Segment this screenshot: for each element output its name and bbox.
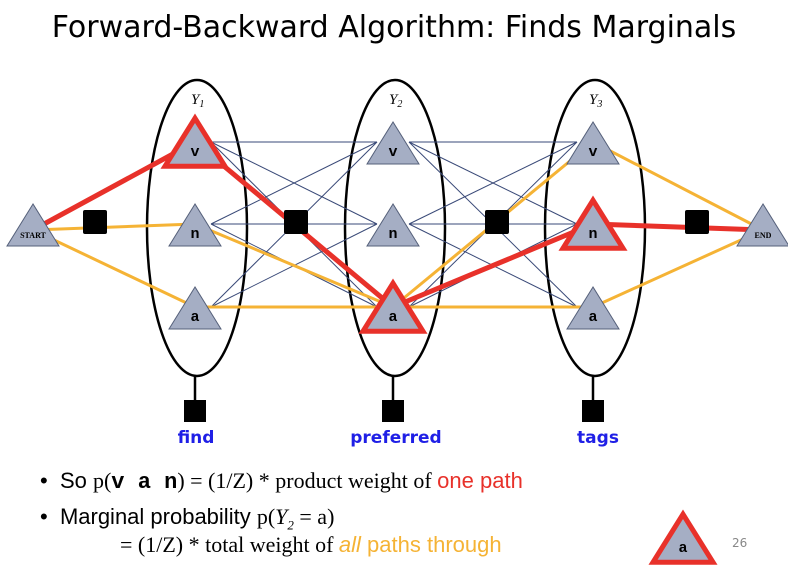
node-Y2-n-label: n (388, 226, 397, 243)
end-node-label: END (755, 231, 772, 240)
node-Y2-a-icon (358, 278, 428, 334)
transition-edge (408, 141, 578, 225)
node-Y1-a-label: a (190, 309, 199, 326)
emission-factor (184, 400, 206, 422)
node-Y3-v-icon (566, 121, 620, 165)
node-Y3-a-label: a (588, 309, 597, 326)
path-edge-red (30, 139, 198, 233)
inline-marginal-node-label: a (678, 540, 687, 557)
word-find: find (177, 428, 215, 448)
node-Y3-a-icon (566, 286, 620, 330)
bullet-one-path: • So p(v a n) = (1/Z) * product weight o… (40, 468, 523, 495)
transition-factor (485, 210, 509, 234)
word-tags: tags (577, 428, 619, 448)
variable-label-Y3: Y3 (589, 92, 602, 110)
node-Y1-n-icon (168, 203, 222, 247)
node-Y1-v-label: v (190, 144, 199, 161)
transition-factor (83, 210, 107, 234)
emission-factor (582, 400, 604, 422)
start-node-icon (6, 203, 60, 247)
start-node-label: START (20, 231, 46, 240)
path-edge-red (590, 221, 766, 233)
transition-factor (685, 210, 709, 234)
node-Y2-v-label: v (388, 144, 397, 161)
variable-label-Y2: Y2 (389, 92, 402, 110)
bullet-marginal-cont: = (1/Z) * total weight of all paths thro… (120, 532, 502, 557)
node-Y3-v-label: v (588, 144, 597, 161)
path-edge-yellow (31, 228, 197, 309)
bullet-marginal: • Marginal probability p(Y2 = a) (40, 504, 335, 533)
path-edge-yellow (193, 222, 395, 309)
node-Y1-v-icon (160, 113, 230, 169)
node-Y2-v-icon (366, 121, 420, 165)
page-number: 26 (732, 536, 748, 550)
node-Y1-n-label: n (190, 226, 199, 243)
node-Y3-n-label: n (588, 226, 597, 243)
slide-title: Forward-Backward Algorithm: Finds Margin… (51, 10, 737, 45)
variable-ellipse-Y2 (343, 78, 447, 378)
node-Y2-a-label: a (388, 309, 397, 326)
node-Y2-n-icon (366, 203, 420, 247)
node-Y3-n-icon (558, 195, 628, 251)
end-node-icon (736, 203, 788, 247)
path-edge-red (390, 221, 596, 310)
transition-edge (210, 141, 378, 225)
word-preferred: preferred (350, 428, 442, 448)
transition-factor (284, 210, 308, 234)
variable-label-Y1: Y1 (191, 92, 204, 110)
variable-ellipse-Y1 (145, 78, 249, 378)
path-edge-yellow (31, 222, 197, 232)
node-Y1-a-icon (168, 286, 222, 330)
path-edge-yellow (591, 140, 765, 232)
inline-marginal-node-icon (648, 509, 718, 565)
path-edge-yellow (591, 228, 765, 309)
emission-factor (382, 400, 404, 422)
